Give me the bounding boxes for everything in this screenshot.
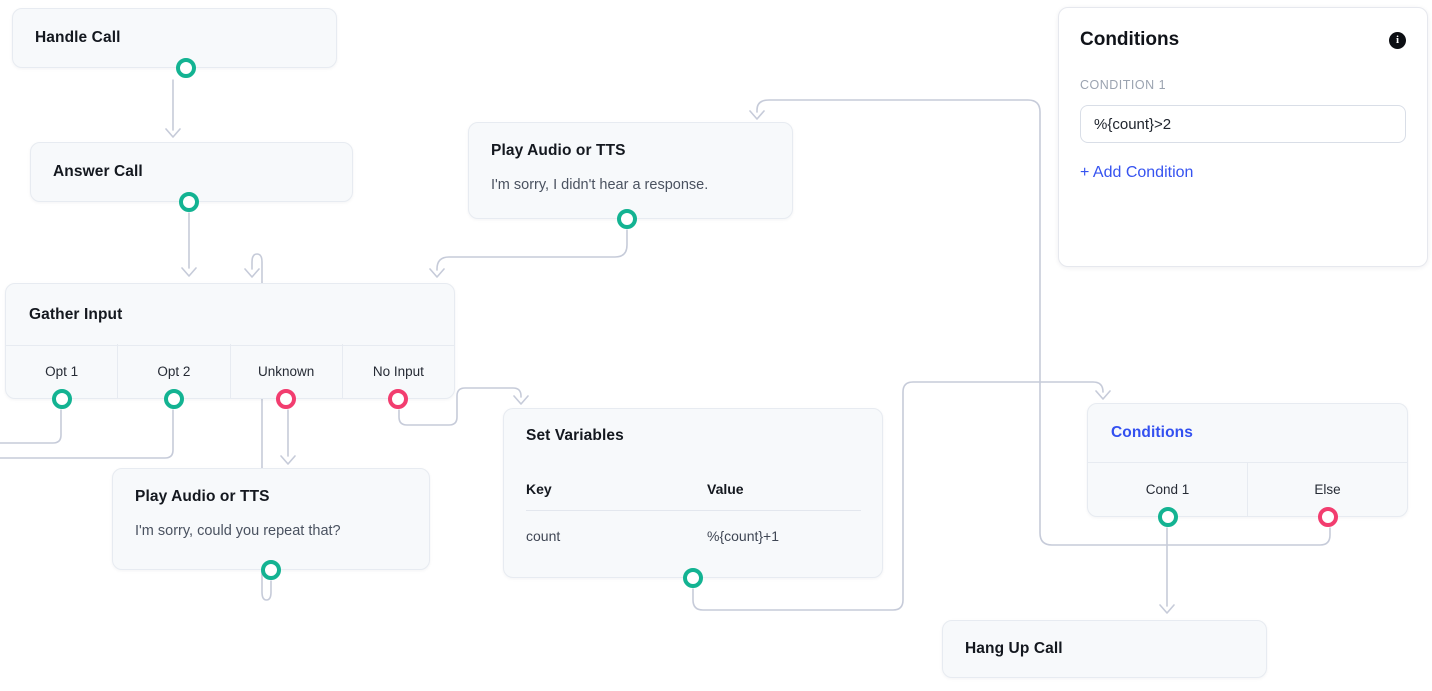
port-gather-opt2[interactable] [163,388,184,409]
node-play-audio-top[interactable]: Play Audio or TTS I'm sorry, I didn't he… [468,122,793,229]
edge-unknown-to-playbottom [280,409,296,465]
node-gather-input[interactable]: Gather Input Opt 1 Opt 2 Unknown No Inpu… [5,283,455,409]
conditions-option-cond1[interactable]: Cond 1 [1088,462,1248,527]
node-gather-input-header: Gather Input [6,284,454,346]
info-icon[interactable]: i [1389,31,1406,49]
edge-playtop-to-gather [429,229,628,278]
node-hang-up-call-title: Hang Up Call [965,640,1063,657]
gather-option-opt1-label: Opt 1 [45,363,79,379]
node-set-variables[interactable]: Set Variables Key Value count %{count}+1 [503,408,883,588]
conditions-options: Cond 1 Else [1088,462,1407,527]
edge-handle-to-answer [165,79,181,138]
add-condition-button[interactable]: + Add Condition [1080,164,1194,181]
node-play-audio-bottom[interactable]: Play Audio or TTS I'm sorry, could you r… [112,468,430,580]
info-icon-glyph: i [1395,34,1400,46]
node-answer-call[interactable]: Answer Call [30,142,353,212]
port-play-audio-bottom-output[interactable] [261,559,281,580]
edge-playbottom-to-gather [244,253,272,601]
node-hang-up-call[interactable]: Hang Up Call [942,620,1267,678]
edge-else-to-playtop [749,99,1331,546]
gather-option-unknown-label: Unknown [257,363,315,379]
conditions-option-else-label: Else [1314,481,1341,497]
port-set-variables-output[interactable] [683,567,703,588]
port-gather-noinput[interactable] [388,388,409,409]
set-variables-row-key: count [526,528,561,544]
edge-opt2-exit [0,409,174,459]
edge-answer-to-gather [181,212,197,277]
set-variables-key-header: Key [526,481,552,497]
edge-cond1-to-hangup [1159,527,1175,614]
port-handle-call-output[interactable] [176,57,196,78]
node-conditions[interactable]: Conditions Cond 1 Else [1087,403,1408,527]
node-handle-call-title: Handle Call [35,29,121,46]
condition-1-label: CONDITION 1 [1080,78,1167,92]
port-conditions-cond1[interactable] [1157,506,1178,527]
gather-option-opt1[interactable]: Opt 1 [6,344,119,409]
node-conditions-title: Conditions [1111,424,1193,441]
port-play-audio-top-output[interactable] [617,208,637,229]
set-variables-header-row: Key Value [526,481,861,511]
node-play-audio-bottom-title: Play Audio or TTS [135,488,270,505]
set-variables-row-value: %{count}+1 [707,528,780,544]
port-gather-unknown[interactable] [276,388,297,409]
gather-option-opt2[interactable]: Opt 2 [118,344,231,409]
gather-option-noinput[interactable]: No Input [343,344,454,409]
conditions-option-else[interactable]: Else [1248,462,1407,527]
conditions-option-cond1-label: Cond 1 [1145,481,1190,497]
gather-option-noinput-label: No Input [372,363,424,379]
conditions-panel-title: Conditions [1080,29,1180,50]
node-set-variables-title: Set Variables [526,427,624,444]
port-gather-opt1[interactable] [51,388,72,409]
node-handle-call[interactable]: Handle Call [12,8,337,78]
edge-opt1-exit [0,409,62,444]
node-play-audio-top-title: Play Audio or TTS [491,142,626,159]
gather-input-options: Opt 1 Opt 2 Unknown No Input [6,344,454,409]
port-conditions-else[interactable] [1317,506,1338,527]
conditions-panel: Conditions i CONDITION 1 + Add Condition [1058,7,1428,267]
condition-1-input[interactable] [1080,105,1406,143]
node-play-audio-bottom-message: I'm sorry, could you repeat that? [135,523,341,539]
gather-option-unknown[interactable]: Unknown [231,344,343,409]
edge-noinput-to-setvars [398,387,529,426]
node-answer-call-title: Answer Call [53,163,143,180]
set-variables-value-header: Value [707,481,744,497]
node-gather-input-title: Gather Input [29,305,123,323]
node-conditions-header: Conditions [1088,404,1407,463]
gather-option-opt2-label: Opt 2 [157,363,191,379]
edge-setvars-to-conditions [692,381,1111,611]
set-variables-row: count %{count}+1 [526,511,861,544]
port-answer-call-output[interactable] [179,191,199,212]
node-play-audio-top-message: I'm sorry, I didn't hear a response. [491,177,709,193]
